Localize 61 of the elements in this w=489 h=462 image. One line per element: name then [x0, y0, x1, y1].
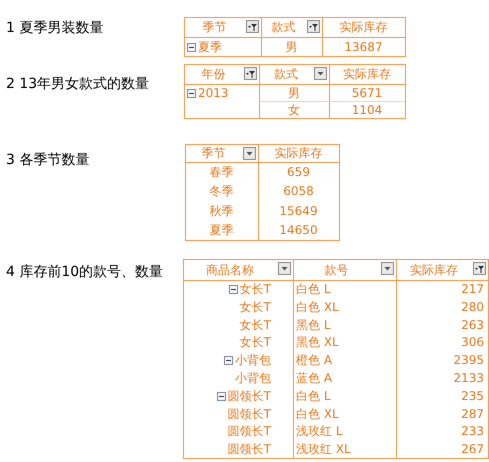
- column-header: 款号: [324, 262, 350, 276]
- section-heading: 3 各季节数量: [6, 152, 90, 168]
- column-header: 年份: [200, 67, 226, 81]
- column-header: 商品名称: [205, 262, 255, 276]
- column-header: 实际库存: [338, 20, 388, 34]
- column-header: 款式: [273, 67, 299, 81]
- stock-value: 235: [461, 388, 484, 403]
- section-heading: 4 库存前10的款号、数量: [6, 264, 164, 280]
- row-label: 男: [287, 86, 301, 100]
- row-label: 女长T: [240, 300, 271, 314]
- stock-value: 2395: [453, 353, 484, 368]
- column-header: 季节: [200, 146, 226, 160]
- stock-value: 233: [461, 424, 484, 438]
- stock-value: 5671: [350, 86, 384, 100]
- stock-value: 280: [461, 300, 484, 314]
- stock-value: 15649: [278, 204, 319, 218]
- column-header: 实际库存: [274, 146, 324, 160]
- row-label: 秋季: [208, 204, 234, 218]
- row-label: 女长T: [240, 335, 271, 350]
- row-label: 黑色 L: [296, 318, 330, 332]
- row-label: 女长T: [240, 282, 271, 296]
- column-header: 款式: [270, 20, 296, 34]
- row-label: 圆领长T: [228, 442, 271, 456]
- column-header: 季节: [202, 20, 228, 34]
- stock-value: 13687: [343, 40, 384, 54]
- row-label: 白色 L: [296, 282, 330, 296]
- stock-value: 287: [461, 406, 484, 420]
- row-label: 黑色 XL: [296, 335, 339, 350]
- stock-value: 1104: [350, 102, 384, 116]
- stock-value: 306: [461, 335, 484, 350]
- row-label: 浅玫红 L: [296, 424, 342, 438]
- stock-value: 217: [461, 282, 484, 296]
- column-header: 实际库存: [409, 262, 459, 276]
- row-label: 冬季: [208, 184, 234, 198]
- row-label: 橙色 A: [296, 353, 332, 368]
- stock-value: 267: [461, 442, 484, 456]
- row-label: 小背包: [235, 370, 271, 385]
- row-label: 蓝色 A: [296, 370, 332, 385]
- row-label: 夏季: [198, 40, 222, 54]
- column-header: 实际库存: [342, 67, 392, 81]
- section-heading: 2 13年男女款式的数量: [6, 76, 150, 92]
- row-label: 白色 XL: [296, 406, 339, 420]
- row-label: 小背包: [235, 353, 271, 368]
- row-label: 圆领长T: [228, 424, 271, 438]
- stock-value: 263: [461, 318, 484, 332]
- stock-value: 2133: [453, 370, 484, 385]
- stock-value: 659: [286, 164, 311, 179]
- row-label: 圆领长T: [228, 388, 271, 403]
- stock-value: 6058: [282, 184, 315, 198]
- row-label: 白色 XL: [296, 300, 339, 314]
- row-label: 女: [287, 102, 301, 116]
- row-label: 2013: [198, 86, 229, 100]
- section-heading: 1 夏季男装数量: [6, 20, 104, 36]
- row-label: 圆领长T: [228, 406, 271, 420]
- row-label: 白色 L: [296, 388, 330, 403]
- row-label: 春季: [208, 164, 234, 179]
- row-label: 男: [284, 40, 298, 54]
- row-label: 浅玫红 XL: [296, 442, 351, 456]
- row-label: 女长T: [240, 318, 271, 332]
- stock-value: 14650: [278, 223, 319, 238]
- row-label: 夏季: [208, 223, 234, 238]
